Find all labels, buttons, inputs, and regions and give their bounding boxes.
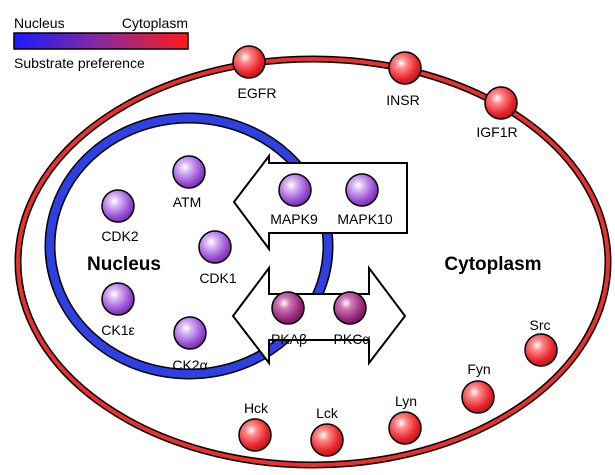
kinase-mapk9-ball: [278, 173, 312, 207]
kinase-hck-ball: [238, 418, 272, 452]
receptor-insr: INSR: [386, 51, 422, 108]
kinase-hck-label: Hck: [244, 400, 269, 416]
kinase-mapk9-label: MAPK9: [270, 211, 318, 227]
kinase-lck-label: Lck: [316, 405, 339, 421]
kinase-ck2a-label: CK2α: [172, 357, 207, 373]
kinase-cdk1-label: CDK1: [199, 270, 237, 286]
kinase-cdk2-label: CDK2: [101, 228, 139, 244]
kinase-pkab-ball: [271, 291, 305, 325]
kinase-pkab-label: PKAβ: [271, 331, 307, 347]
receptor-egfr-label: EGFR: [238, 85, 277, 101]
legend-caption: Substrate preference: [14, 55, 145, 71]
kinase-pkca-ball: [333, 291, 367, 325]
kinase-lck: Lck: [310, 405, 344, 457]
kinase-mapk10: MAPK10: [337, 173, 393, 227]
kinase-pkab: PKAβ: [271, 291, 307, 347]
cytoplasm-region-label: Cytoplasm: [444, 254, 541, 275]
kinase-cdk1-ball: [198, 230, 232, 264]
receptor-igf1r-ball: [484, 86, 518, 120]
receptor-insr-ball: [388, 51, 422, 85]
kinase-ck1e: CK1ε: [101, 282, 135, 338]
nucleus-region-label: Nucleus: [87, 254, 161, 275]
kinase-fyn-ball: [461, 380, 495, 414]
kinase-cdk2-ball: [101, 189, 135, 223]
kinase-ck2a: CK2α: [172, 316, 208, 373]
kinase-atm-ball: [172, 155, 206, 189]
receptor-igf1r: IGF1R: [476, 86, 518, 140]
kinase-fyn-label: Fyn: [467, 361, 490, 377]
kinase-lyn-ball: [388, 411, 422, 445]
legend-nucleus-label: Nucleus: [14, 15, 65, 31]
kinase-mapk10-ball: [345, 173, 379, 207]
kinase-atm: ATM: [172, 155, 206, 210]
legend-gradient-bar: [13, 32, 189, 50]
kinase-cdk2: CDK2: [101, 189, 139, 244]
kinase-fyn: Fyn: [461, 361, 495, 414]
nuclear-import-arrow: [232, 153, 408, 253]
kinase-ck1e-ball: [101, 282, 135, 316]
nuclear-export-arrow: [231, 265, 407, 366]
kinase-mapk10-label: MAPK10: [337, 211, 392, 227]
kinase-lyn: Lyn: [388, 393, 422, 445]
receptor-egfr-ball: [232, 45, 266, 79]
nuclear-envelope: [46, 114, 332, 378]
kinase-lck-ball: [310, 423, 344, 457]
kinase-ck2a-ball: [173, 316, 207, 350]
receptor-egfr: EGFR: [232, 45, 277, 101]
kinase-ck1e-label: CK1ε: [101, 322, 134, 338]
kinase-src-ball: [524, 333, 558, 367]
kinase-mapk9: MAPK9: [270, 173, 318, 227]
kinase-atm-label: ATM: [173, 194, 202, 210]
legend-cytoplasm-label: Cytoplasm: [122, 15, 188, 31]
kinase-src-label: Src: [530, 317, 551, 333]
kinase-hck: Hck: [238, 400, 272, 452]
cell-membrane: [16, 57, 610, 467]
receptor-insr-label: INSR: [386, 92, 419, 108]
kinase-src: Src: [524, 317, 558, 367]
kinase-pkca-label: PKCα: [334, 331, 371, 347]
receptor-igf1r-label: IGF1R: [476, 124, 517, 140]
kinase-lyn-label: Lyn: [395, 393, 417, 409]
kinase-cdk1: CDK1: [198, 230, 237, 286]
kinase-pkca: PKCα: [333, 291, 371, 347]
